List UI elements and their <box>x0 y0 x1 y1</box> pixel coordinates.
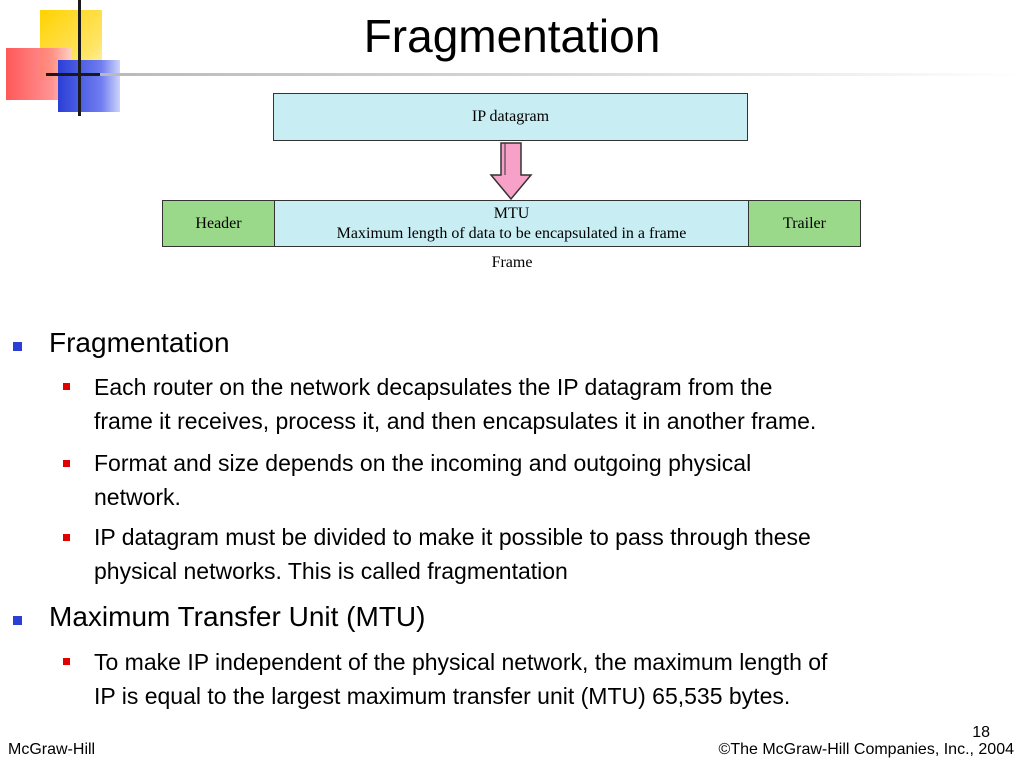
mtu-box: MTU Maximum length of data to be encapsu… <box>274 200 749 247</box>
bullet-marker <box>13 616 22 625</box>
sub-bullet-marker <box>63 460 70 467</box>
bullet-marker <box>13 342 22 351</box>
sub-bullet-line: Each router on the network decapsulates … <box>94 374 773 400</box>
frame-trailer-label: Trailer <box>783 214 826 232</box>
frame-header-box: Header <box>162 200 275 247</box>
ip-datagram-box: IP datagram <box>273 93 748 141</box>
sub-bullet-line: frame it receives, process it, and then … <box>94 408 817 434</box>
sub-bullet-line: IP is equal to the largest maximum trans… <box>94 683 791 709</box>
sub-bullet-line: To make IP independent of the physical n… <box>94 649 828 675</box>
down-arrow-icon <box>489 142 533 201</box>
bullet-heading: Fragmentation <box>49 327 230 358</box>
encapsulation-diagram: IP datagram Header MTU Maximum length of… <box>0 0 1024 290</box>
sub-bullet-line: physical networks. This is called fragme… <box>94 558 568 584</box>
sub-bullet-line: IP datagram must be divided to make it p… <box>94 524 811 550</box>
title-divider <box>100 73 1024 76</box>
logo-blue-square <box>58 60 120 112</box>
footer-copyright: ©The McGraw-Hill Companies, Inc., 2004 <box>718 741 1014 758</box>
mtu-description: Maximum length of data to be encapsulate… <box>336 224 687 242</box>
logo-vertical-line <box>78 0 81 116</box>
mtu-label: MTU <box>493 204 530 222</box>
logo-horizontal-line <box>46 73 136 76</box>
logo-graphic <box>0 0 140 120</box>
sub-bullet-line: Format and size depends on the incoming … <box>94 450 752 476</box>
footer-publisher: McGraw-Hill <box>8 741 96 758</box>
frame-caption: Frame <box>491 254 533 271</box>
frame-trailer-box: Trailer <box>748 200 861 247</box>
sub-bullet-marker <box>63 534 70 541</box>
page-number: 18 <box>972 724 990 741</box>
sub-bullet-line: network. <box>94 484 181 510</box>
sub-bullet-marker <box>63 658 70 665</box>
bullet-heading: Maximum Transfer Unit (MTU) <box>49 601 426 632</box>
ip-datagram-label: IP datagram <box>471 108 550 125</box>
frame-header-label: Header <box>195 214 242 232</box>
page-title: Fragmentation <box>363 10 661 62</box>
sub-bullet-marker <box>63 383 70 390</box>
